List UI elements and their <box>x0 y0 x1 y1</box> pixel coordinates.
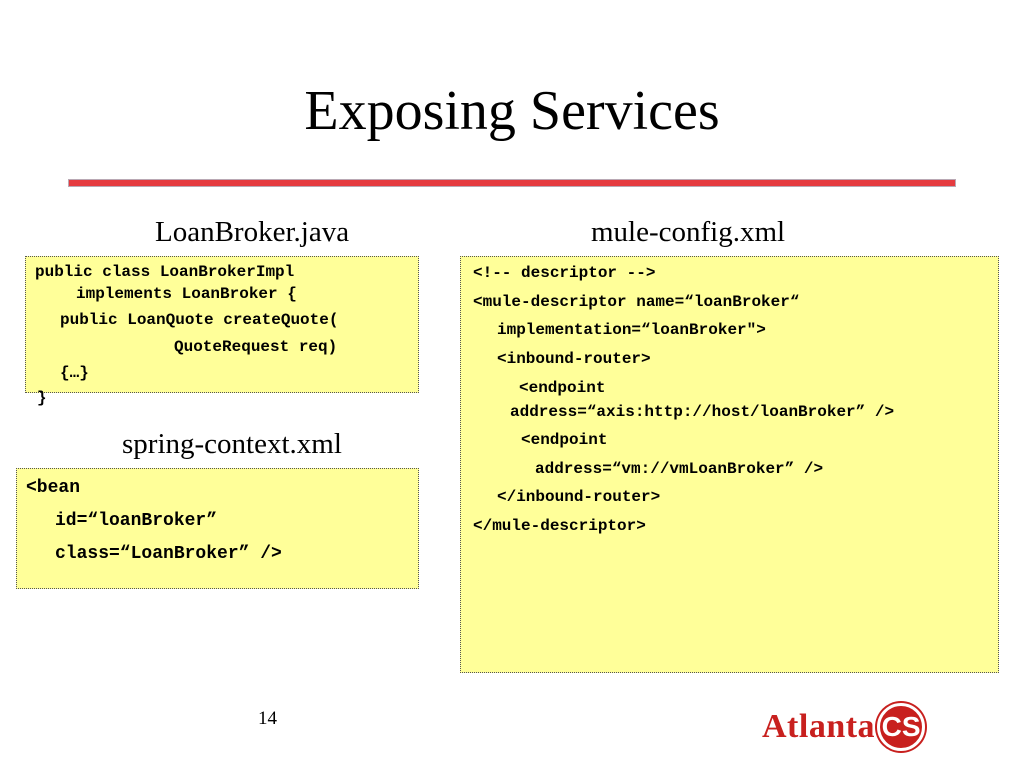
loanbroker-code-box: public class LoanBrokerImpl implements L… <box>25 256 419 407</box>
code-line: </inbound-router> <box>497 488 661 506</box>
code-line: <endpoint <box>519 379 606 397</box>
code-line: <inbound-router> <box>497 350 651 368</box>
code-line: <endpoint <box>521 431 608 449</box>
code-line: <!-- descriptor --> <box>473 264 656 282</box>
code-line: address=“axis:http://host/loanBroker” /> <box>510 403 895 421</box>
slide-title: Exposing Services <box>304 80 720 142</box>
code-line: </mule-descriptor> <box>473 517 646 535</box>
code-line: implements LoanBroker { <box>76 285 297 303</box>
code-line: id=“loanBroker” <box>55 511 218 531</box>
title-divider <box>68 179 956 187</box>
mule-config-code-box: <!-- descriptor --> <mule-descriptor nam… <box>460 256 999 673</box>
mule-config-label: mule-config.xml <box>591 216 786 248</box>
code-line: public class LoanBrokerImpl <box>35 263 295 281</box>
code-line: public LoanQuote createQuote( <box>60 311 339 329</box>
code-line: address=“vm://vmLoanBroker” /> <box>535 460 824 478</box>
code-line: QuoteRequest req) <box>174 338 338 356</box>
logo-text: Atlanta <box>762 708 876 745</box>
atlanta-cs-logo: Atlanta CS <box>762 703 926 751</box>
code-line: <bean <box>26 478 81 498</box>
spring-context-label: spring-context.xml <box>122 428 342 460</box>
code-line: } <box>37 389 47 407</box>
code-line: <mule-descriptor name=“loanBroker“ <box>473 293 800 311</box>
code-line: class=“LoanBroker” /> <box>55 544 282 564</box>
page-number: 14 <box>258 708 277 729</box>
code-line: {…} <box>60 364 89 382</box>
spring-context-code-box: <bean id=“loanBroker” class=“LoanBroker”… <box>16 468 419 589</box>
loanbroker-label: LoanBroker.java <box>155 216 350 248</box>
logo-badge-icon: CS <box>877 703 926 751</box>
code-line: implementation=“loanBroker"> <box>497 321 766 339</box>
